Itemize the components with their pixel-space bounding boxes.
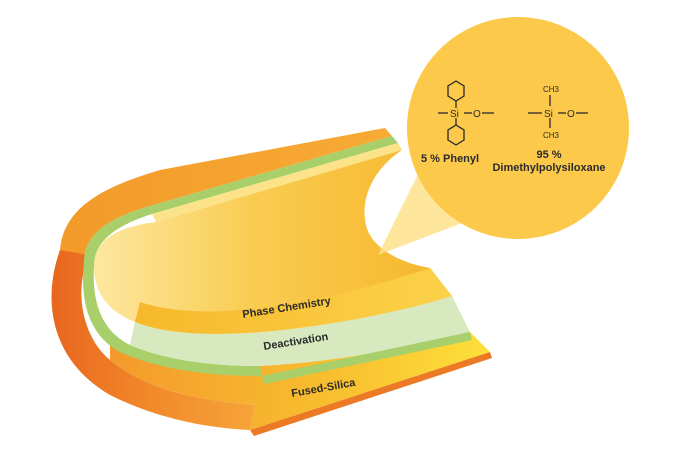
callout-pointer: [378, 150, 470, 255]
dimethyl-label-name: Dimethylpolysiloxane: [492, 162, 605, 174]
silica-face: [110, 332, 490, 430]
dimethyl-structure: [528, 95, 588, 128]
phenyl-si-atom: Si: [450, 109, 459, 120]
dimethyl-o-atom: O: [567, 109, 575, 120]
deactivation-face: [130, 296, 470, 366]
silica-face-edge: [250, 352, 492, 436]
dimethyl-label-percent: 95 %: [536, 149, 561, 161]
phase-inner-surface: [94, 150, 452, 334]
phenyl-o-atom: O: [473, 109, 481, 120]
dimethyl-bottom-group: CH3: [543, 131, 560, 140]
dimethyl-top-group: CH3: [543, 85, 560, 94]
deactivation-face-edge: [262, 332, 472, 384]
phase-face: [135, 268, 452, 334]
phenyl-structure: [438, 80, 494, 146]
phase-top-band: [152, 143, 402, 222]
silica-outer-top: [60, 128, 392, 262]
phenyl-label: 5 % Phenyl: [421, 153, 479, 165]
dimethyl-si-atom: Si: [544, 109, 553, 120]
callout-bubble: [407, 17, 629, 239]
deactivation-top-band: [150, 136, 398, 214]
silica-outer-shell: [51, 250, 256, 430]
